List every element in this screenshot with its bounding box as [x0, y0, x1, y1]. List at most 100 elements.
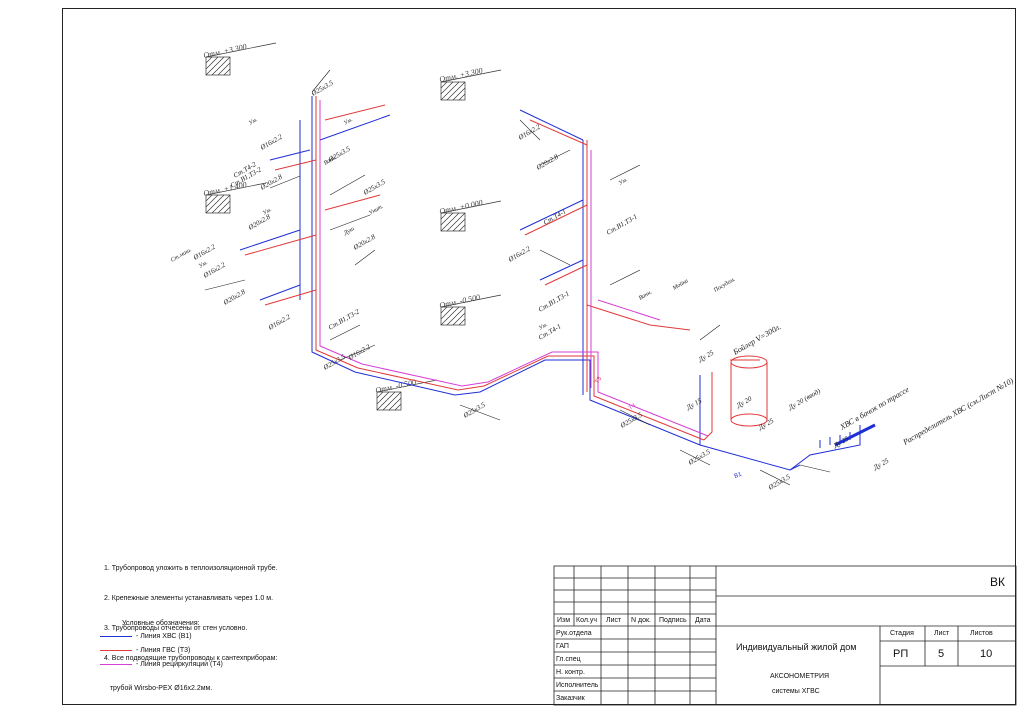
riser-label: Ст.В1,Т3-2 — [327, 307, 361, 331]
recirculation-pipes — [319, 100, 709, 437]
pipe-label: Ø20x2.8 — [351, 233, 377, 253]
pipe-label: Ø25x3.5 — [361, 178, 387, 198]
fixture-label: Ванн. — [323, 154, 338, 166]
legend-label: - Линия рециркуляции (Т4) — [136, 660, 223, 668]
level-marker — [440, 200, 502, 232]
note-line: 2. Крепежные элементы устанавливать чере… — [104, 595, 274, 602]
drawing-frame — [62, 8, 1016, 705]
level-markers — [205, 42, 502, 411]
dn-label: Ду 20 (ввод) — [786, 387, 822, 413]
boiler-label: Бойлер V=300л. — [731, 322, 783, 357]
rev-header: N док. — [631, 617, 651, 624]
hot-water-pipes — [244, 96, 760, 441]
fixture-label: Ум. — [262, 207, 273, 217]
title-block-grid — [553, 565, 1017, 706]
fixture-label: Ванн. — [638, 289, 653, 301]
legend-label: - Линия ХВС (В1) — [136, 632, 192, 640]
rev-header: Изм — [557, 617, 571, 624]
line-tag: Т4 — [628, 403, 638, 412]
boiler — [730, 355, 768, 427]
general-notes: 1. Трубопровод уложить в теплоизоляционн… — [104, 544, 278, 704]
fixture-label: Ум. — [538, 322, 549, 332]
pipe-label: Ø20x2.8 — [534, 153, 560, 173]
level-label: Отм. +3.300 — [439, 66, 484, 84]
rev-header: Кол.уч — [576, 617, 597, 624]
level-marker — [440, 69, 502, 101]
level-marker — [440, 294, 502, 326]
level-marker — [205, 182, 267, 214]
pipe-label: Ø16x2.2 — [346, 343, 372, 363]
dn-label: Ду 20 — [734, 394, 753, 410]
role-label: Заказчик — [556, 695, 585, 702]
pipe-label: Ø16x2.2 — [506, 245, 532, 265]
legend-swatch — [100, 663, 132, 665]
riser-label: Ст.Т4-1 — [542, 207, 568, 226]
rev-header: Дата — [695, 617, 711, 624]
line-tag: В1 — [734, 472, 744, 480]
legend-title: Условные обозначения: — [122, 620, 200, 627]
note-line: 3. Трубопроводы отчесены от стен условно… — [104, 625, 248, 632]
legend-swatch — [100, 635, 132, 637]
pipe-label: Ø16x2.2 — [258, 133, 284, 153]
fixture-label: Посудом. — [712, 276, 737, 294]
sheets-header: Листов — [970, 630, 993, 637]
level-marker — [205, 42, 277, 76]
fixture-label: Мойка — [671, 277, 690, 292]
drawing-title: АКСОНОМЕТРИЯ — [770, 673, 830, 680]
sheet-header: Лист — [934, 630, 950, 637]
dn-label: Ду 25 — [756, 416, 775, 432]
dn-label: Ду 25 — [871, 456, 890, 472]
legend-label: - Линия ГВС (Т3) — [136, 646, 191, 654]
fixture-label: Ст.маш. — [170, 247, 193, 264]
pipe-label: Ø20x2.8 — [246, 213, 272, 233]
role-label: Гл.спец — [556, 656, 581, 663]
line-tag: Т3 — [595, 375, 604, 385]
distributor — [834, 423, 876, 447]
distributor-label: Распределитель ХВС (см.Лист №10) — [901, 376, 1016, 447]
fixture-label: Ум. — [248, 117, 259, 127]
dn-label: Ду 25 — [696, 348, 715, 364]
fixture-label: Ум. — [198, 260, 209, 270]
legend-swatch — [100, 649, 132, 651]
fixture-label: Унит. — [368, 204, 385, 217]
project-title: Индивидуальный жилой дом — [736, 642, 857, 652]
level-marker — [376, 379, 438, 411]
pipe-label: Ø20x2.8 — [258, 173, 284, 193]
sheet-code: ВК — [990, 575, 1005, 589]
pipe-network — [204, 69, 876, 486]
fixture-label: Ум. — [343, 117, 354, 127]
fixture-label: Ум. — [618, 177, 629, 187]
pipe-label: Ø16x2.2 — [266, 313, 292, 333]
legend-item-recirculation: - Линия рециркуляции (Т4) — [100, 659, 223, 669]
pipe-label: Ø25x3.5 — [321, 353, 347, 373]
riser-label: Ст.В1,Т3-1 — [605, 213, 639, 237]
pipe-label: Ø16x2.2 — [191, 243, 217, 263]
pipe-label: Ø25x3.5 — [461, 401, 487, 421]
leader-lines — [204, 69, 831, 486]
note-line: 1. Трубопровод уложить в теплоизоляционн… — [104, 565, 278, 572]
legend-item-hot: - Линия ГВС (Т3) — [100, 645, 190, 655]
rev-header: Подпись — [659, 617, 687, 624]
sheets-total: 10 — [980, 648, 993, 660]
pipe-label: Ø16x2.2 — [516, 123, 542, 143]
drawing-subtitle: системы ХГВС — [772, 688, 820, 695]
stage-header: Стадия — [890, 630, 914, 637]
riser-label: Ст.В1,Т3-1 — [537, 290, 571, 314]
note-line: трубой Wirsbo-PEX Ø16x2.2мм. — [104, 685, 213, 692]
pipe-label: Ø20x2.8 — [221, 288, 247, 308]
role-label: Исполнитель — [556, 682, 599, 689]
sheet-number: 5 — [938, 648, 945, 660]
fixture-label: Душ — [342, 226, 356, 237]
legend-item-cold: - Линия ХВС (В1) — [100, 631, 192, 641]
pipe-label: Ø25x3.5 — [766, 473, 792, 493]
pipe-label: Ø25x3.5 — [309, 79, 335, 99]
note-line: 4. Все подводящие трубопроводы к сантехп… — [104, 655, 278, 662]
rev-header: Лист — [606, 617, 622, 624]
role-label: Н. контр. — [556, 669, 585, 676]
cold-water-pipes — [239, 96, 861, 471]
role-label: ГАП — [556, 643, 569, 650]
dn-label: Ду 15 — [684, 396, 703, 412]
role-label: Рук.отдела — [556, 630, 592, 637]
stage-value: РП — [893, 648, 909, 660]
